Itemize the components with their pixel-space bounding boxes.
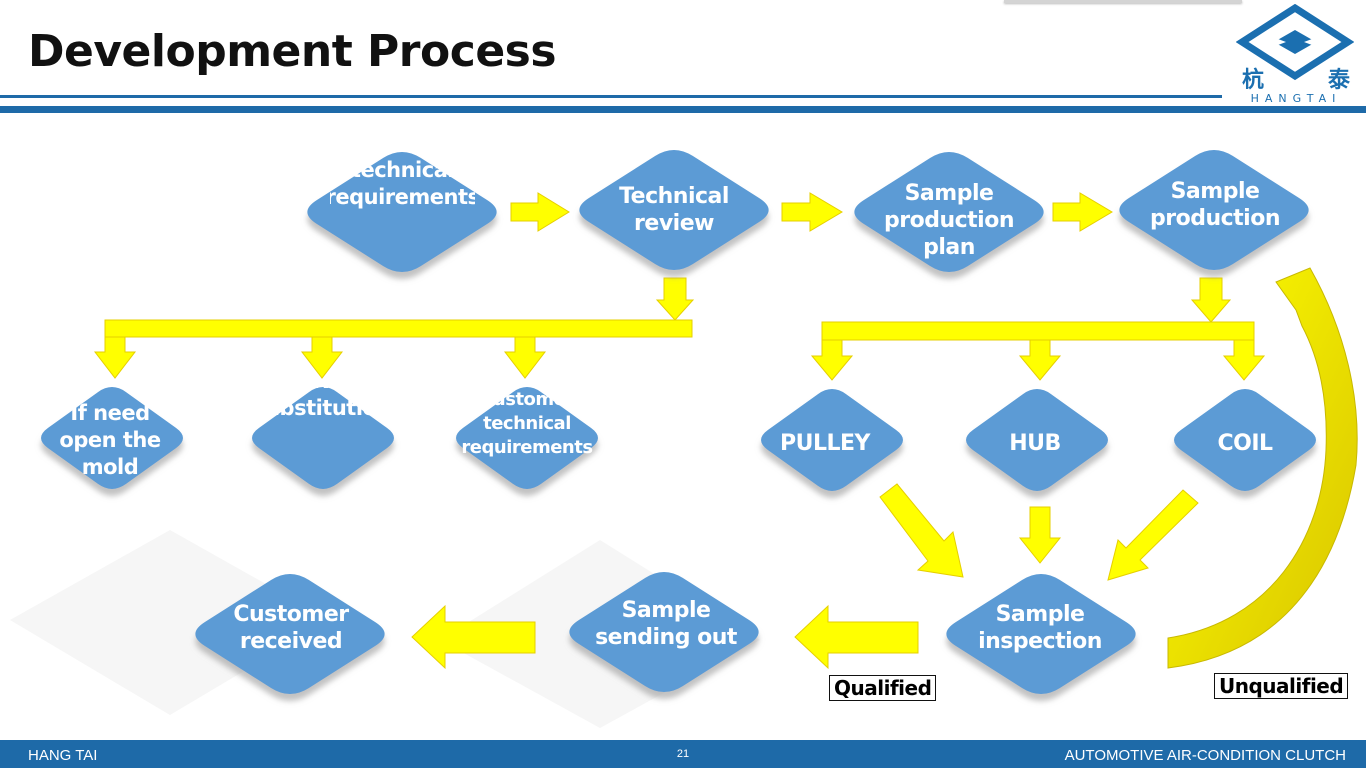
node-open-mold: If need open the mold [59, 400, 161, 479]
diamond-substitution [252, 387, 394, 489]
arrow-down-coil [1222, 339, 1266, 381]
diamond-sample-plan [854, 151, 1044, 273]
arrow-down-sampleprod [1190, 277, 1232, 323]
arrow-hub-inspection [1018, 506, 1062, 564]
label-qualified: Qualified [829, 675, 937, 701]
diamond-open-mold [41, 387, 183, 489]
diamond-sample-sending-out [569, 571, 759, 693]
node-sample-inspection: Sample inspection [978, 602, 1102, 654]
node-pulley: PULLEY [780, 430, 870, 456]
logo-cn-right: 泰 [1328, 68, 1351, 93]
bg-shape-1 [10, 530, 330, 715]
node-sample-production: Sample production [1150, 179, 1281, 231]
page-number: 21 [676, 748, 690, 760]
diamond-customer-requirements [307, 151, 497, 273]
arrow-inspection-sending [794, 604, 919, 670]
logo-en: HANGTAI [1250, 92, 1342, 105]
arrow-sending-received [411, 604, 536, 670]
diamond-customer-requirements-2 [456, 387, 598, 489]
node-hub: HUB [1009, 430, 1061, 456]
arrow-coil-inspection [1107, 489, 1199, 581]
arrow-down-hub [1018, 339, 1062, 381]
diamond-pulley [761, 389, 903, 491]
arrow-unqualified-feedback [1167, 267, 1358, 669]
node-customer-received: Customer received [233, 602, 349, 654]
arrow-r1-1 [510, 192, 570, 232]
diamond-sample-inspection [946, 573, 1136, 695]
arrow-down-pulley [810, 339, 854, 381]
slide-title: Development Process [28, 26, 557, 77]
footer-bar: HANG TAI 21 AUTOMOTIVE AIR-CONDITION CLU… [0, 740, 1366, 768]
arrow-down-subst [300, 336, 344, 379]
hangtai-logo: 杭 泰 HANGTAI [1236, 4, 1354, 106]
slide-top-tab [1004, 0, 1242, 3]
branch-right-bar [821, 321, 1255, 341]
arrow-pulley-inspection [879, 483, 964, 578]
branch-left-bar [104, 319, 693, 338]
diamond-hub [966, 389, 1108, 491]
node-technical-review: Technical review [619, 184, 729, 236]
arrow-down-custreq [503, 336, 547, 379]
logo-cn-left: 杭 [1242, 68, 1265, 93]
arrow-down-tech [655, 277, 695, 321]
arrow-r1-3 [1052, 192, 1113, 232]
diamond-coil [1174, 389, 1316, 491]
node-sample-sending-out: Sample sending out [595, 598, 737, 650]
diamond-sample-production [1119, 149, 1309, 271]
node-sample-plan: Sample production plan [884, 180, 1015, 260]
node-customer-requirements-2: Customer technical requirements [461, 390, 593, 458]
footer-company: HANG TAI [28, 747, 98, 764]
header-rule-thick [0, 106, 1366, 113]
diamond-technical-review [579, 149, 769, 271]
label-unqualified: Unqualified [1214, 673, 1349, 699]
header-rule-thin [0, 95, 1222, 98]
diamond-customer-received [195, 573, 385, 695]
node-substitution: Do have the substitution [258, 380, 386, 420]
arrow-down-mold [93, 336, 137, 379]
arrow-r1-2 [781, 192, 843, 232]
footer-product: AUTOMOTIVE AIR-CONDITION CLUTCH [1064, 747, 1346, 764]
node-coil: COIL [1217, 430, 1273, 456]
node-customer-requirements: Customer technical requirements [330, 138, 475, 209]
